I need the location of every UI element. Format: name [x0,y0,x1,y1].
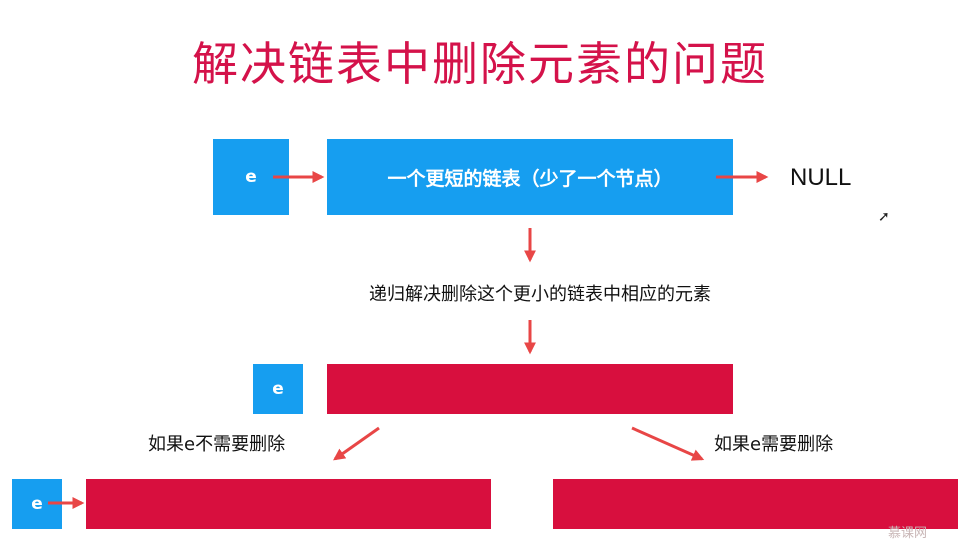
node-e-middle-label: e [272,379,284,399]
node-e-bottom-left-label: e [31,494,43,514]
mouse-cursor-icon: ➚ [878,209,890,225]
shorter-list-label: 一个更短的链表（少了一个节点） [387,167,673,190]
arrow-branch-right [631,426,705,461]
shorter-list-box: 一个更短的链表（少了一个节点） [327,139,733,215]
result-list-delete [553,479,958,529]
recursion-caption: 递归解决删除这个更小的链表中相应的元素 [369,284,711,305]
result-list-keep [86,479,491,529]
watermark-logo: 慕课网 [888,526,928,541]
arrow-branch-left [333,426,380,461]
node-e-middle: e [253,364,303,414]
node-e-bottom-left: e [12,479,62,529]
branch-left-caption: 如果e不需要删除 [148,434,286,455]
page-title: 解决链表中删除元素的问题 [192,37,768,91]
processed-list-box [327,364,733,414]
null-label: NULL [790,164,852,191]
node-e-top-label: e [245,167,257,187]
branch-right-caption: 如果e需要删除 [714,434,834,455]
